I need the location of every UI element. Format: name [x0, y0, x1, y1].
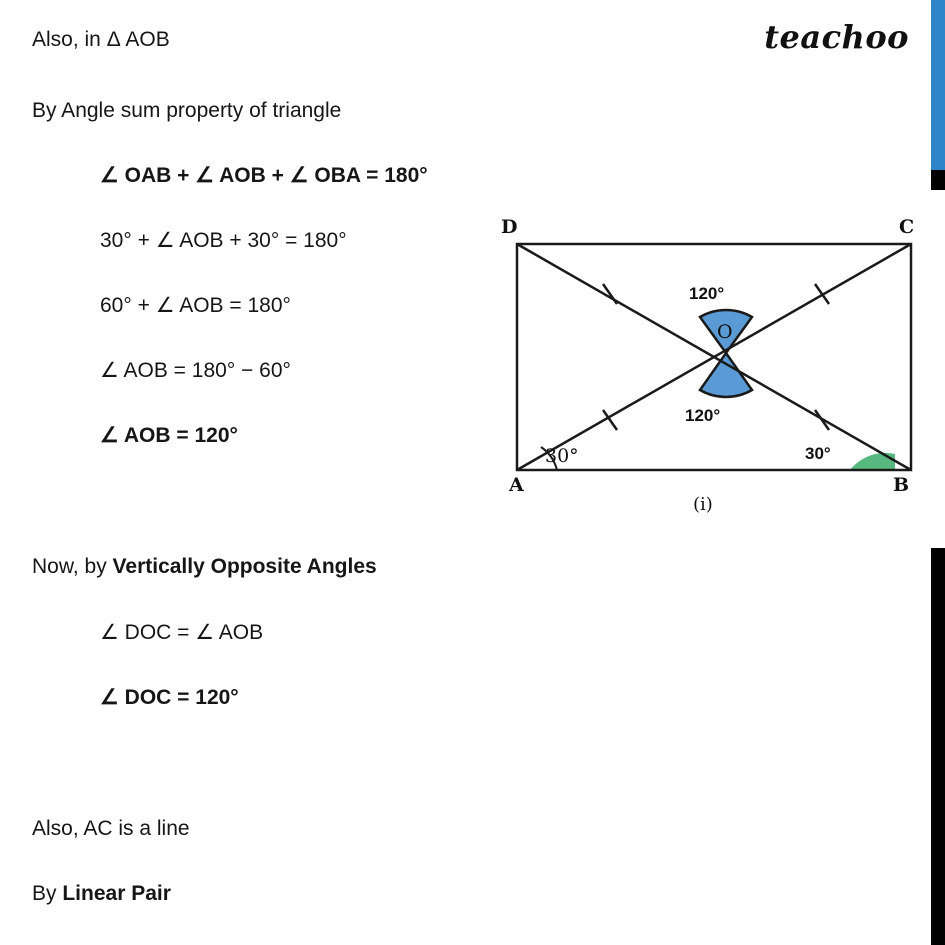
figure-svg	[515, 242, 913, 472]
tick-mark-d-o	[601, 283, 619, 305]
tick-mark-a-o	[601, 409, 619, 431]
text-line-ac-is-a-line: Also, AC is a line	[32, 816, 190, 841]
angle-label-top-120: 120°	[689, 284, 725, 303]
vertex-label-b: B	[893, 474, 910, 496]
text-line-also-in-triangle-aob: Also, in Δ AOB	[32, 28, 170, 51]
text-prefix-now-by: Now, by	[32, 555, 113, 578]
angle-fill-blue-bottom	[698, 350, 754, 399]
rectangle-abcd	[515, 242, 913, 472]
edge-strip-blue	[931, 0, 945, 170]
vertex-label-a: A	[509, 474, 524, 496]
edge-strip-black-bottom	[931, 548, 945, 945]
text-line-doc-equals-aob: ∠ DOC = ∠ AOB	[100, 621, 264, 644]
text-line-linear-pair: By Linear Pair	[32, 881, 171, 906]
text-line-step-2: 60° + ∠ AOB = 180°	[100, 294, 291, 317]
brand-logo: teachoo	[764, 18, 909, 56]
angle-label-a-30: 30°	[545, 445, 579, 467]
angle-label-bottom-120: 120°	[685, 406, 721, 425]
text-line-result-aob: ∠ AOB = 120°	[100, 424, 238, 447]
diagonal-ca	[516, 242, 912, 472]
text-prefix-by: By	[32, 882, 63, 905]
angle-arc-a	[540, 446, 558, 471]
edge-strip-black-top	[931, 170, 945, 190]
angle-fill-blue-top	[698, 308, 754, 356]
text-line-angle-sum-property: By Angle sum property of triangle	[32, 99, 342, 122]
vertex-label-c: C	[899, 216, 915, 238]
text-line-result-doc: ∠ DOC = 120°	[100, 686, 239, 709]
vertex-label-d: D	[501, 216, 518, 238]
text-bold-linear-pair: Linear Pair	[62, 882, 171, 905]
text-line-vertically-opposite-angles: Now, by Vertically Opposite Angles	[32, 554, 377, 579]
vertex-label-o: O	[717, 321, 733, 343]
text-line-angle-sum-equation: ∠ OAB + ∠ AOB + ∠ OBA = 180°	[100, 164, 428, 187]
text-bold-vertically-opposite-angles: Vertically Opposite Angles	[112, 555, 377, 578]
angle-fill-green-b	[850, 452, 895, 470]
tick-mark-c-o	[813, 283, 831, 305]
text-line-step-1: 30° + ∠ AOB + 30° = 180°	[100, 229, 347, 252]
angle-label-b-30: 30°	[805, 444, 831, 463]
geometry-figure: D C A B O 120° 120° 30° 30° (i)	[495, 216, 935, 532]
text-plain-ac-is-a-line: Also, AC is a line	[32, 817, 190, 840]
text-line-step-3: ∠ AOB = 180° − 60°	[100, 359, 291, 382]
tick-mark-b-o	[813, 409, 831, 431]
figure-caption: (i)	[693, 494, 713, 515]
